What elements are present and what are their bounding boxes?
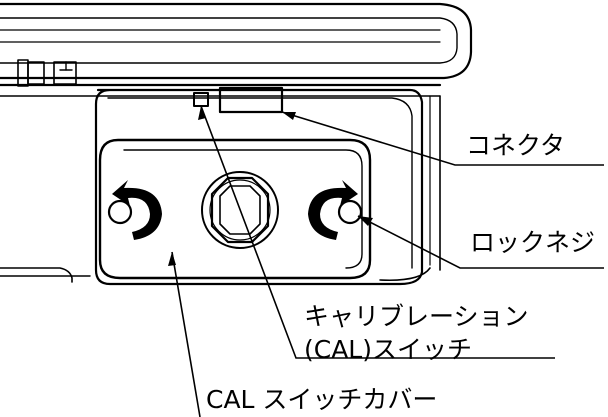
lock-screw-label: ロックネジ <box>470 228 596 257</box>
leader-cal-switch <box>200 105 555 359</box>
rotation-arrow-left-icon <box>112 180 162 240</box>
cal-switch-label-line2: (CAL)スイッチ <box>304 335 472 364</box>
side-connector <box>17 59 77 87</box>
arrowhead-connector <box>282 112 296 120</box>
lock-screw-right <box>337 199 363 225</box>
arrowhead-cal-switch <box>198 106 206 120</box>
leader-lock-screw <box>357 215 604 269</box>
leader-cover <box>171 251 201 417</box>
connector <box>218 86 284 114</box>
cal-switch <box>193 92 209 107</box>
cal-switch-label: キャリブレーション (CAL)スイッチ <box>304 300 529 366</box>
cal-switch-label-line1: キャリブレーション <box>304 302 529 331</box>
lock-screw-left <box>107 199 133 225</box>
cal-switch-cover-label: CAL スイッチカバー <box>206 385 438 414</box>
connector-label: コネクタ <box>466 131 566 160</box>
rotation-arrow-right-icon <box>308 180 358 240</box>
back-panel <box>94 88 424 286</box>
cal-switch-cover <box>98 138 372 280</box>
arrowhead-lock-screw <box>358 216 373 226</box>
arrowhead-cover <box>168 252 176 266</box>
leader-connector <box>281 111 604 166</box>
housing-body <box>0 2 473 283</box>
